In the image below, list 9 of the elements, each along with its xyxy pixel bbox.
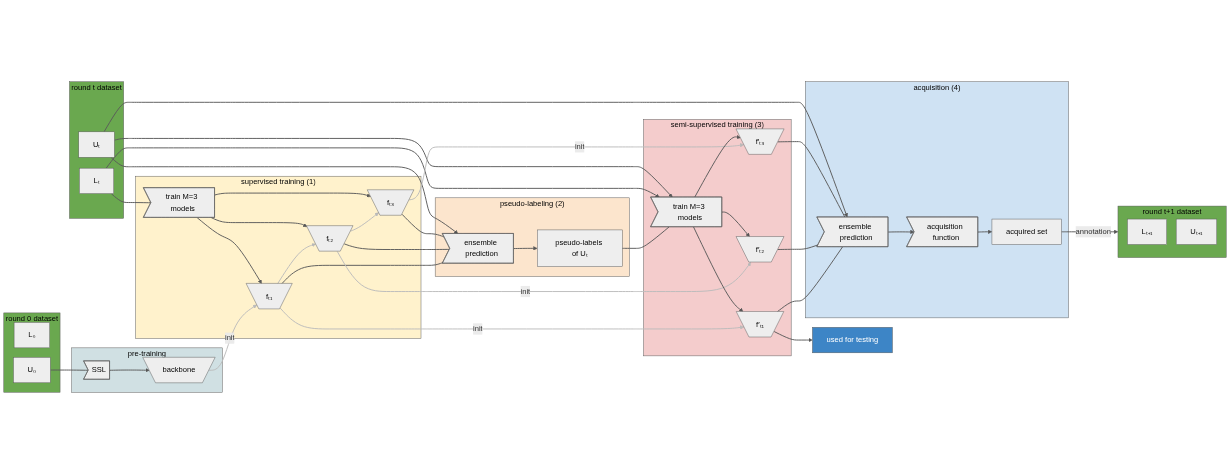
connector [110, 193, 152, 204]
connector [777, 244, 819, 250]
connector [776, 246, 843, 313]
connector [621, 226, 670, 249]
connector [401, 213, 445, 238]
connector [49, 369, 89, 371]
connector [777, 141, 846, 218]
connector [343, 243, 450, 250]
connector [281, 262, 444, 285]
